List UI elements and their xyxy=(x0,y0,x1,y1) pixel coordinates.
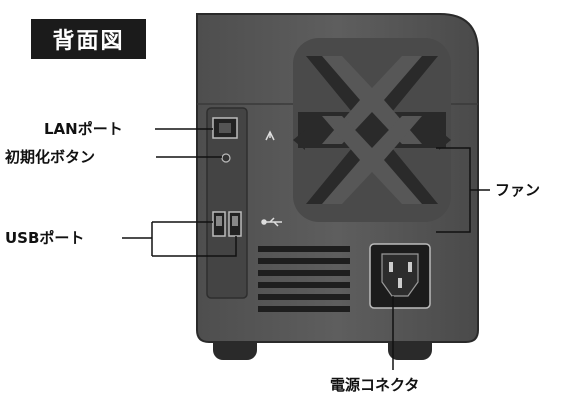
lan-port-icon xyxy=(212,117,238,139)
reset-button-label: 初期化ボタン xyxy=(5,148,96,166)
reset-button-icon xyxy=(221,153,231,163)
power-connector-label: 電源コネクタ xyxy=(330,376,420,394)
fan-grille-icon xyxy=(293,38,451,222)
fan-leader xyxy=(436,147,490,233)
usb-symbol-icon xyxy=(261,217,282,227)
fan-label: ファン xyxy=(495,181,541,199)
lan-port-label: LANポート xyxy=(44,120,123,138)
usb-ports-icon xyxy=(212,211,242,237)
port-panel xyxy=(206,107,248,299)
leader-lines xyxy=(122,128,490,370)
vent-grille-icon xyxy=(258,246,350,312)
usb-port-label: USBポート xyxy=(5,229,85,247)
page-title: 背面図 xyxy=(31,19,146,59)
power-connector-icon xyxy=(369,243,431,309)
network-symbol-icon xyxy=(265,130,275,141)
usb-port-leader xyxy=(122,221,237,257)
